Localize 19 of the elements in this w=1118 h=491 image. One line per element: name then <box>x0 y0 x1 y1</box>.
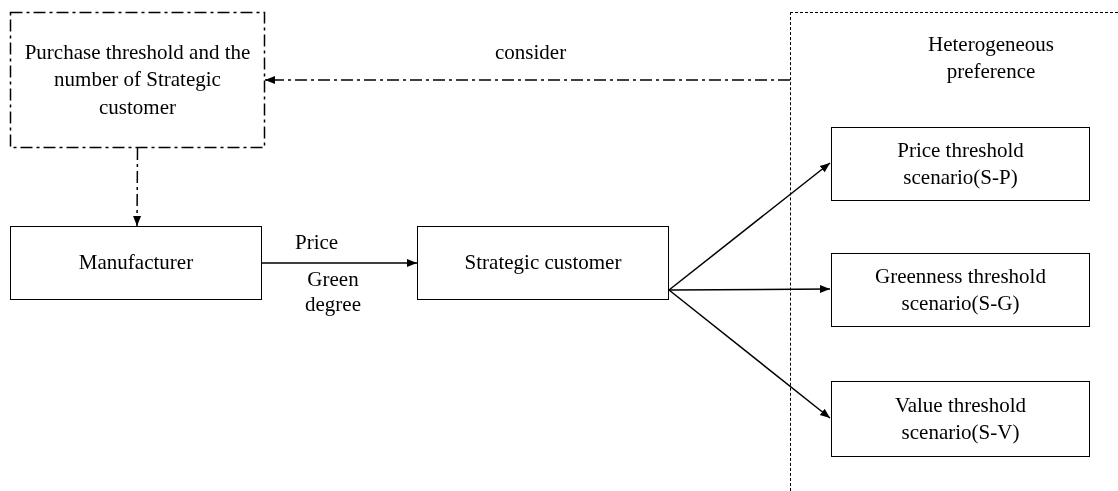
dashed-region <box>790 12 1118 491</box>
arrow <box>668 162 831 291</box>
node-label: Purchase threshold and the number of Strategic customer <box>23 39 252 121</box>
node-label: Value threshold scenario(S-V) <box>893 391 1028 446</box>
arrow <box>133 147 142 227</box>
node-label: Manufacturer <box>78 249 194 277</box>
scenario-box <box>831 253 1090 327</box>
node-label: Strategic customer <box>464 249 622 277</box>
arrow <box>668 289 831 419</box>
arrow <box>261 259 418 267</box>
node-label: Greenness threshold scenario(S-G) <box>874 262 1047 317</box>
scenario-box <box>831 381 1090 457</box>
node-label: Price threshold scenario(S-P) <box>896 136 1025 191</box>
region-heading: Heterogeneous preference <box>927 31 1055 86</box>
scenario-box <box>831 127 1090 201</box>
process-box <box>10 226 262 300</box>
arrow <box>264 76 791 84</box>
process-box <box>417 226 669 300</box>
arrow <box>668 285 831 294</box>
